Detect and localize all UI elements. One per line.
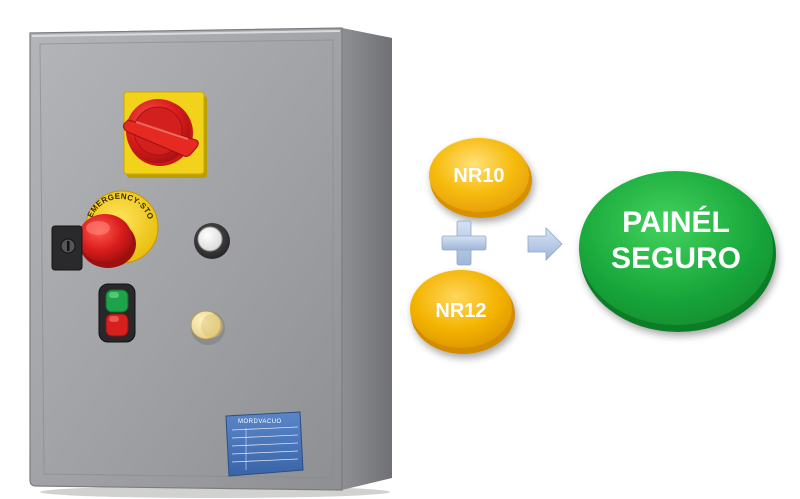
isolator-handle-highlight xyxy=(135,121,189,140)
amber-lamp-lens xyxy=(190,310,222,340)
nr10-badge: NR10 xyxy=(429,138,532,218)
nameplate-row xyxy=(231,442,299,447)
key-switch-slot xyxy=(67,241,70,251)
electrical-panel-cabinet xyxy=(29,27,392,498)
white-pilot-lamp xyxy=(194,223,230,259)
nr12-badge-label: NR12 xyxy=(435,300,486,322)
safe-panel-result-badge: PAINÉL SEGURO xyxy=(579,171,776,332)
amber-pilot-lamp xyxy=(190,310,225,345)
nameplate-brand: MORDVACUO xyxy=(238,419,282,425)
stop-button-highlight xyxy=(109,316,119,322)
result-badge-line-2: SEGURO xyxy=(611,242,741,275)
cabinet-door xyxy=(29,27,343,491)
nr12-badge: NR12 xyxy=(410,270,515,354)
nr10-badge-face xyxy=(429,138,529,212)
plus-icon xyxy=(441,220,487,266)
nameplate-row xyxy=(231,450,299,455)
cabinet-side xyxy=(342,28,392,490)
cabinet-door-edge xyxy=(39,39,334,479)
emergency-stop-highlight xyxy=(86,221,110,235)
result-badge-face xyxy=(579,171,773,325)
plus-icon-horizontal xyxy=(441,235,487,251)
amber-lamp-cap xyxy=(201,314,223,338)
nr12-badge-face xyxy=(410,270,512,348)
result-badge-line-1: PAINÉL xyxy=(622,205,730,239)
white-lamp-lens xyxy=(197,226,223,252)
arrow-right-shape xyxy=(527,227,563,261)
key-switch xyxy=(51,225,83,271)
arrow-right-icon xyxy=(527,227,563,261)
nameplate-row xyxy=(231,426,299,431)
nameplate: MORDVACUO xyxy=(225,411,304,477)
nameplate-row xyxy=(231,458,299,463)
main-isolator-switch xyxy=(123,91,207,178)
isolator-handle xyxy=(123,119,199,157)
nameplate-row xyxy=(231,434,299,439)
start-button-highlight xyxy=(109,292,119,298)
emergency-stop-mushroom xyxy=(78,214,132,262)
nr10-badge-label: NR10 xyxy=(453,165,504,187)
start-stop-pushbutton xyxy=(98,283,136,343)
cabinet-door-highlight xyxy=(31,30,341,37)
